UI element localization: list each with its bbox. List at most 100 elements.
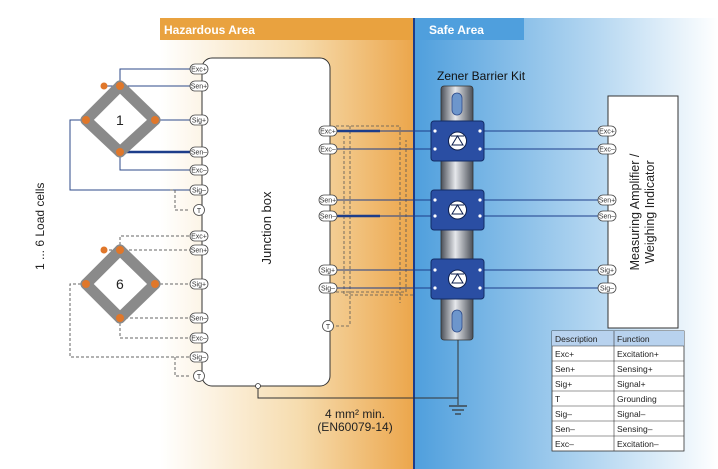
junction-box xyxy=(201,57,331,387)
amp-pin-sig-plus xyxy=(597,264,617,276)
load-cell-6: 6 xyxy=(80,244,161,324)
pin-label: T xyxy=(197,374,202,381)
pin-label: Sen– xyxy=(191,316,207,323)
pin-label: Exc+ xyxy=(320,129,336,136)
junction-pins-cell-1: Exc+ Sen+ Sig+ Sen– Exc– Sig– T xyxy=(189,63,209,216)
legend-cell: Signal+ xyxy=(617,379,646,389)
pin-label: Sen+ xyxy=(191,248,208,255)
load-cells-label: 1 ... 6 Load cells xyxy=(33,183,47,270)
pin-label: Exc+ xyxy=(599,129,615,136)
pin-sen-minus xyxy=(189,146,209,158)
pin-label: Exc+ xyxy=(191,67,207,74)
legend-cell: Excitation+ xyxy=(617,349,659,359)
pin-label: Sig– xyxy=(192,355,206,362)
legend-cell: Grounding xyxy=(617,394,657,404)
amp-pin-exc-plus xyxy=(597,125,617,137)
junction-pins-cell-6: Exc+ Sen+ Sig+ Sen– Exc– Sig– T xyxy=(189,230,209,382)
junction-box-label: Junction box xyxy=(259,191,274,264)
pin-sen-plus xyxy=(189,80,209,92)
barrier-module-2 xyxy=(430,189,485,231)
pin-label: Sig+ xyxy=(192,118,206,125)
jb-pin-sen-plus xyxy=(318,194,338,206)
load-cell-6-number: 6 xyxy=(116,276,124,292)
signal-wire-highlights xyxy=(336,129,380,218)
pin-label: Exc– xyxy=(191,336,207,343)
pin-label: Sen– xyxy=(599,214,615,221)
barrier-module-3 xyxy=(430,258,485,300)
pin-t xyxy=(193,370,205,382)
amp-pin-exc-minus xyxy=(597,143,617,155)
legend-cell: T xyxy=(555,394,560,404)
pin-label: Sig– xyxy=(192,188,206,195)
legend-cell: Exc+ xyxy=(555,349,574,359)
amp-pin-sig-minus xyxy=(597,282,617,294)
pin-label: Sig+ xyxy=(321,268,335,275)
safe-area-header xyxy=(414,18,524,40)
legend-header-bg xyxy=(552,331,684,346)
pin-label: Sig+ xyxy=(600,268,614,275)
pin-label: Exc– xyxy=(191,168,207,175)
pin-label: Sig– xyxy=(321,286,335,293)
shield-lines xyxy=(336,125,414,327)
ground-symbol xyxy=(449,405,467,415)
amp-pin-sen-minus xyxy=(597,210,617,222)
pin-t xyxy=(193,204,205,216)
legend-header-function: Function xyxy=(617,334,650,344)
jb-pin-sig-minus xyxy=(318,282,338,294)
barrier-module-1 xyxy=(430,120,485,162)
ground-spec-line2: (EN60079-14) xyxy=(317,420,392,434)
pin-label: Sen– xyxy=(320,214,336,221)
legend-cell: Sig+ xyxy=(555,379,572,389)
amp-pin-sen-plus xyxy=(597,194,617,206)
pin-label: T xyxy=(326,324,331,331)
legend-cell: Sen– xyxy=(555,424,575,434)
pin-label: Exc– xyxy=(599,147,615,154)
measuring-amplifier xyxy=(607,95,679,329)
load-cell-1-number: 1 xyxy=(116,112,124,128)
hazardous-area-header xyxy=(160,18,414,40)
pin-label: Sen+ xyxy=(599,198,616,205)
legend-cell: Sig– xyxy=(555,409,572,419)
load-cell-1: 1 xyxy=(80,80,161,158)
pin-label: Exc– xyxy=(320,147,336,154)
jb-pin-exc-plus xyxy=(318,125,338,137)
legend-cell: Sensing+ xyxy=(617,364,653,374)
zener-barrier-title: Zener Barrier Kit xyxy=(437,69,526,83)
pin-sen-minus xyxy=(189,312,209,324)
ground-spec-line1: 4 mm² min. xyxy=(325,407,385,421)
legend-cell: Signal– xyxy=(617,409,646,419)
pin-exc-plus xyxy=(189,230,209,242)
legend-table: Description Function Exc+ Excitation+ Se… xyxy=(551,330,685,452)
junction-box-output-pins: Exc+ Exc– Sen+ Sen– Sig+ Sig– T xyxy=(318,125,338,332)
amplifier-pins: Exc+ Exc– Sen+ Sen– Sig+ Sig– xyxy=(597,125,617,294)
pin-label: Exc+ xyxy=(191,234,207,241)
pin-sig-minus xyxy=(189,184,209,196)
ground-wire xyxy=(257,340,459,405)
ground-terminal xyxy=(255,383,261,389)
pin-sig-minus xyxy=(189,351,209,363)
zener-barrier-kit xyxy=(430,85,485,341)
legend-cell: Excitation– xyxy=(617,439,659,449)
pin-sig-plus xyxy=(189,278,209,290)
pin-sen-plus xyxy=(189,244,209,256)
rail-slot-top xyxy=(451,92,463,116)
load-cell-6-wiring xyxy=(69,189,190,377)
jb-pin-exc-minus xyxy=(318,143,338,155)
jb-pin-sig-plus xyxy=(318,264,338,276)
pin-label: T xyxy=(197,208,202,215)
rail-slot-bottom xyxy=(451,309,463,333)
pin-label: Sig– xyxy=(600,286,614,293)
legend-grid xyxy=(552,331,684,451)
pin-sig-plus xyxy=(189,114,209,126)
pin-label: Sen+ xyxy=(320,198,337,205)
amplifier-label-line1: Measuring Amplifier / xyxy=(628,153,642,270)
pin-exc-minus xyxy=(189,332,209,344)
amplifier-label-line2: Weighing Indicator xyxy=(643,160,657,263)
pin-label: Sig+ xyxy=(192,282,206,289)
legend-cell: Sensing– xyxy=(617,424,653,434)
pin-exc-minus xyxy=(189,164,209,176)
jb-pin-sen-minus xyxy=(318,210,338,222)
pin-exc-plus xyxy=(189,63,209,75)
